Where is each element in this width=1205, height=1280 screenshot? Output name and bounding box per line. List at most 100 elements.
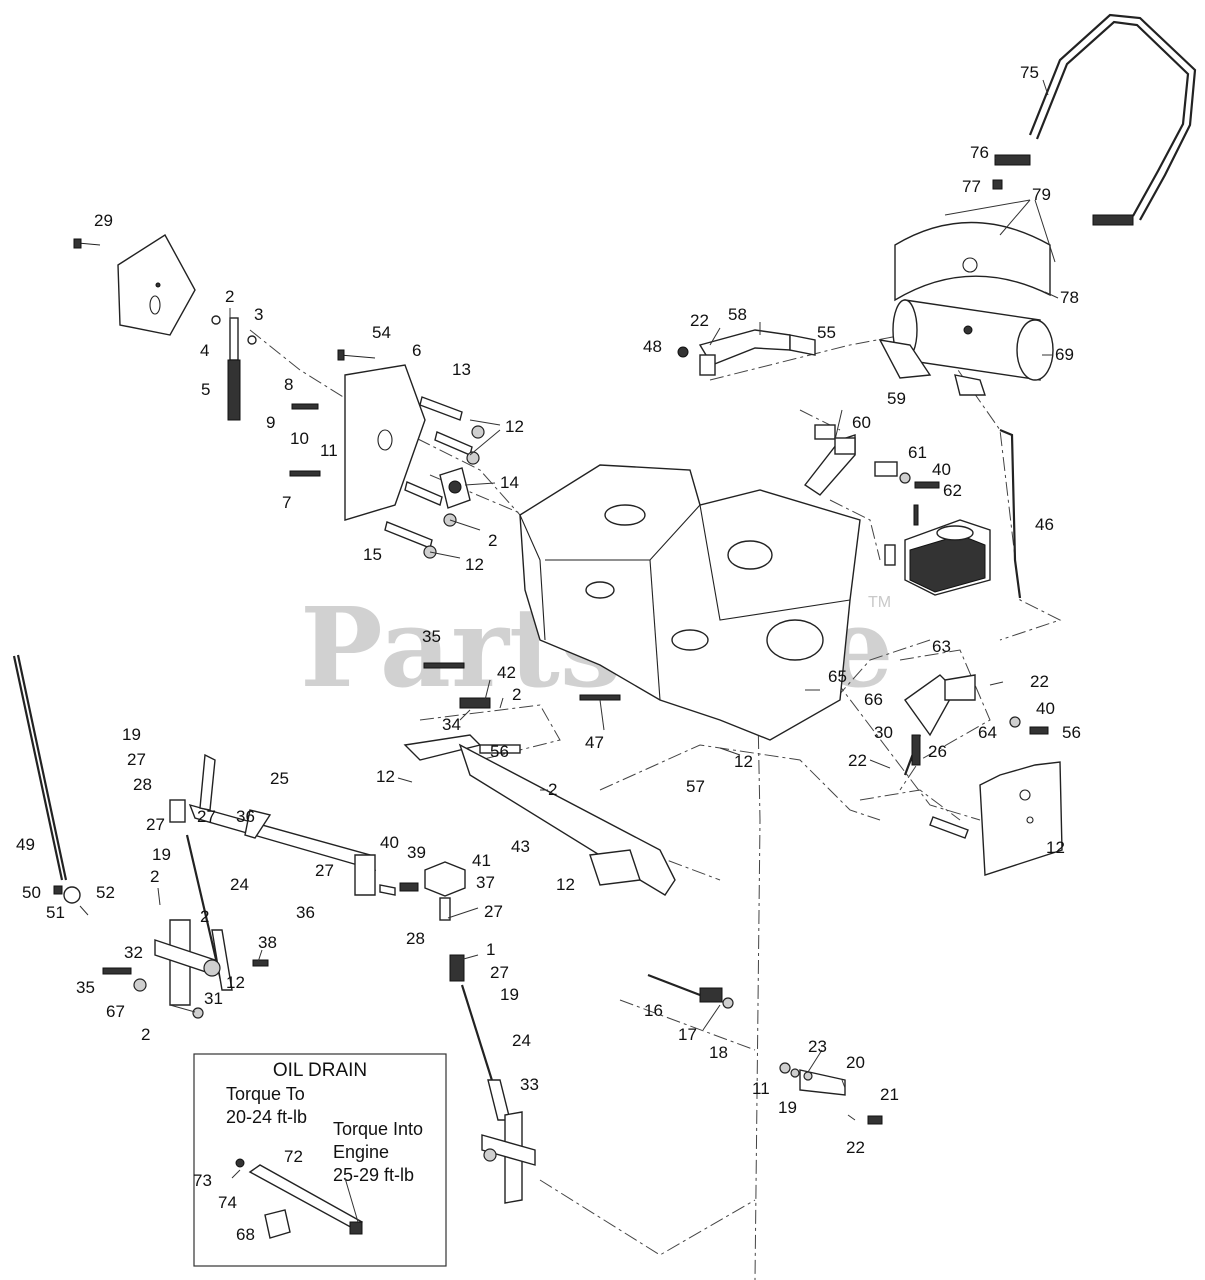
callout-label: 56 (490, 742, 509, 761)
callout-label: 27 (146, 815, 165, 834)
callout-label: 38 (258, 933, 277, 952)
left-mounting-plate (73, 234, 196, 336)
callout-label: 11 (320, 441, 338, 460)
callout-label: 54 (372, 323, 391, 342)
bolt-35 (423, 662, 465, 669)
oil-drain-box (193, 1053, 447, 1267)
callout-label: 59 (887, 389, 906, 408)
callout-label: 27 (490, 963, 509, 982)
torque-into-label: Torque Into (333, 1119, 423, 1139)
spring-34 (459, 697, 491, 709)
callout-label: 28 (406, 929, 425, 948)
lower-bracket-33 (481, 1111, 536, 1204)
callout-label: 56 (1062, 723, 1081, 742)
rod-49-side (12, 655, 64, 881)
callout-label: 19 (122, 725, 141, 744)
spacer-tubes (384, 396, 485, 559)
watermark-trademark: TM (868, 594, 891, 611)
callout-label: 12 (1046, 838, 1065, 857)
callout-label: 73 (193, 1171, 212, 1190)
callout-label: 62 (943, 481, 962, 500)
callout-label: 74 (218, 1193, 237, 1212)
callout-label: 35 (422, 627, 441, 646)
callout-label: 69 (1055, 345, 1074, 364)
callout-label: 78 (1060, 288, 1079, 307)
callout-label: 43 (511, 837, 530, 856)
callout-label: 23 (808, 1037, 827, 1056)
callout-label: 12 (505, 417, 524, 436)
callout-label: 46 (1035, 515, 1054, 534)
cross-shaft (169, 753, 419, 896)
rod-46 (999, 428, 1022, 599)
callout-label: 63 (932, 637, 951, 656)
callout-label: 12 (465, 555, 484, 574)
handle-bar (992, 13, 1197, 226)
callout-label: 37 (476, 873, 495, 892)
callout-label: 47 (585, 733, 604, 752)
callout-label: 39 (407, 843, 426, 862)
battery-box (884, 504, 991, 596)
callout-label: 6 (412, 341, 421, 360)
bolts-center (289, 403, 321, 477)
callout-label: 1 (486, 940, 495, 959)
callout-label: 11 (752, 1079, 770, 1098)
callout-label: 9 (266, 413, 275, 432)
callout-label: 22 (1030, 672, 1049, 691)
callout-label: 72 (284, 1147, 303, 1166)
callout-label: 28 (133, 775, 152, 794)
rod-49 (16, 654, 68, 881)
callout-label: 2 (548, 780, 557, 799)
callout-label: 26 (928, 742, 947, 761)
callout-label: 61 (908, 443, 927, 462)
torque-into-engine: Engine (333, 1142, 389, 1162)
callout-label: 2 (150, 867, 159, 886)
muffler-assembly (878, 221, 1054, 396)
bolt-47 (579, 694, 621, 701)
spring-assembly (211, 315, 257, 421)
callout-label: 19 (152, 845, 171, 864)
callout-label: 35 (76, 978, 95, 997)
right-side-plate (929, 761, 1063, 876)
callout-label: 58 (728, 305, 747, 324)
callout-label: 24 (230, 875, 249, 894)
callout-label: 4 (200, 341, 209, 360)
callout-label: 2 (488, 531, 497, 550)
callout-label: 15 (363, 545, 382, 564)
callout-label: 40 (380, 833, 399, 852)
callout-label: 27 (315, 861, 334, 880)
callout-label: 36 (296, 903, 315, 922)
callout-label: 27 (484, 902, 503, 921)
callout-label: 21 (880, 1085, 899, 1104)
callout-label: 40 (1036, 699, 1055, 718)
callout-label: 77 (962, 177, 981, 196)
lift-handle (677, 329, 816, 376)
callout-label: 2 (225, 287, 234, 306)
callout-label: 8 (284, 375, 293, 394)
callout-label: 12 (734, 752, 753, 771)
callout-label: 68 (236, 1225, 255, 1244)
callout-label: 40 (932, 460, 951, 479)
oil-drain-title: OIL DRAIN (273, 1060, 367, 1081)
callout-label: 20 (846, 1053, 865, 1072)
lower-right-shaft (647, 973, 883, 1125)
engine-deck (519, 464, 861, 741)
callout-label: 22 (846, 1138, 865, 1157)
pivot-bracket (803, 424, 940, 496)
callout-label: 41 (472, 851, 491, 870)
callout-label: 2 (512, 685, 521, 704)
callout-label: 13 (452, 360, 471, 379)
lever-43 (403, 734, 676, 896)
callout-label: 27 (127, 750, 146, 769)
callout-label: 75 (1020, 63, 1039, 82)
callout-label: 2 (141, 1025, 150, 1044)
link-rod-right (460, 984, 497, 1091)
callout-label: 10 (290, 429, 309, 448)
callout-label: 60 (852, 413, 871, 432)
callout-label: 30 (874, 723, 893, 742)
callout-label: 2 (200, 907, 209, 926)
right-lever-26 (903, 674, 1049, 776)
callout-label: 3 (254, 305, 263, 324)
callout-label: 14 (500, 473, 519, 492)
callout-label: 52 (96, 883, 115, 902)
lower-left-bracket (102, 919, 269, 1019)
